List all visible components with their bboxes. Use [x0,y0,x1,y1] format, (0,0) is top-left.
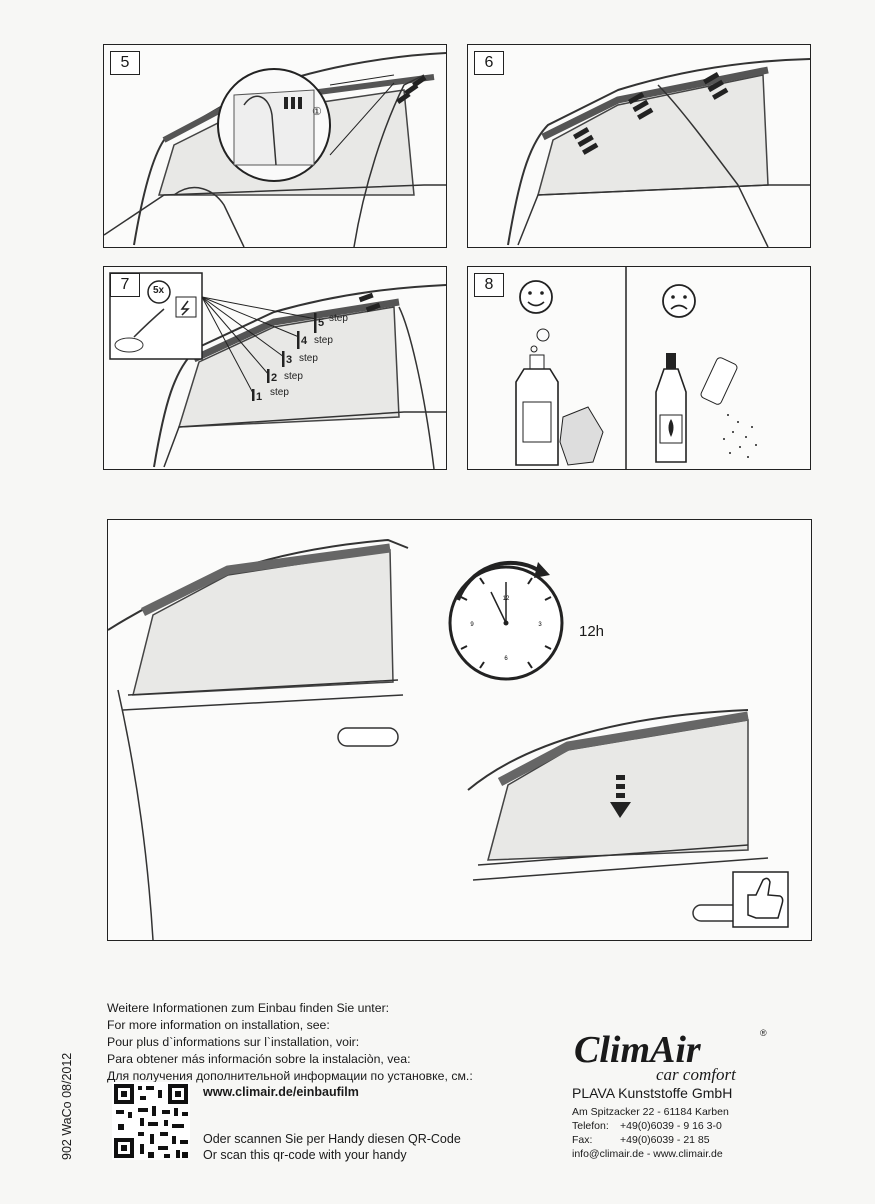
climair-logo: ClimAir car comfort ® [574,1028,767,1083]
press-count: 5x [153,285,165,296]
car-window-illustration [109,272,446,469]
step-5-num: 5 [318,317,325,329]
panel-final: 12 3 6 9 12h [107,519,812,941]
step-2-word: step [284,371,303,382]
contact-line[interactable]: info@climair.de - www.climair.de [572,1148,723,1160]
panel-step-7: 7 5x 1 step 2 step 3 step 4 step 5 step [103,266,447,470]
step-1-num: 1 [256,391,263,403]
panel-step-5: 5 ① [103,44,447,248]
clock-num-3: 3 [538,622,542,628]
detergent-bottle-icon [515,328,604,466]
step-4-num: 4 [301,335,308,347]
info-line-ru: Для получения дополнительной информации … [107,1069,473,1083]
company-name: PLAVA Kunststoffe GmbH [572,1085,733,1101]
step-5-word: step [329,313,348,324]
step-4-word: step [314,335,333,346]
clock-num-9: 9 [470,622,474,628]
fax-label: Fax: [572,1134,593,1146]
document-code: 902 WaCo 08/2012 [60,1052,74,1160]
phone-value: +49(0)6039 - 9 16 3-0 [620,1120,722,1132]
thumbs-up-icon [747,877,784,919]
info-line-de: Weitere Informationen zum Einbau finden … [107,1001,390,1015]
panel-step-6: 6 [467,44,811,248]
clock-icon: 12 3 6 9 [448,560,564,681]
final-installed-illustration: 12 3 6 9 [108,538,789,940]
qr-code-icon [112,1082,190,1160]
info-line-en: For more information on installation, se… [107,1018,330,1032]
step-number: 5 [110,51,140,75]
qr-instructions: Oder scannen Sie per Handy diesen QR-Cod… [203,1131,461,1163]
step-1-word: step [270,387,289,398]
phone-label: Telefon: [572,1120,609,1132]
step-3-word: step [299,353,318,364]
registered-mark: ® [760,1028,767,1038]
installation-video-link[interactable]: www.climair.de/einbaufilm [203,1085,359,1099]
sad-face-icon [662,284,696,318]
fax-value: +49(0)6039 - 21 85 [620,1134,710,1146]
marker-1: ① [312,106,322,118]
car-window-illustration [507,58,810,247]
solvent-bottle-icon [655,353,757,463]
qr-line-de: Oder scannen Sie per Handy diesen QR-Cod… [203,1132,461,1146]
clock-num-12: 12 [503,596,510,602]
phone-row: Telefon: +49(0)6039 - 9 16 3-0 [572,1119,729,1133]
logo-sub-text: car comfort [656,1065,737,1083]
fax-row: Fax: +49(0)6039 - 21 85 [572,1133,729,1147]
panel-step-8: 8 [467,266,811,470]
cleaning-do-dont-illustration [515,267,757,469]
info-line-es: Para obtener más información sobre la in… [107,1052,411,1066]
step-number: 6 [474,51,504,75]
logo-main-text: ClimAir [574,1029,702,1071]
step-2-num: 2 [271,372,278,384]
step-number: 8 [474,273,504,297]
step-3-num: 3 [286,354,293,366]
duration-label: 12h [579,623,605,640]
clock-num-6: 6 [504,656,508,662]
qr-line-en: Or scan this qr-code with your handy [203,1148,407,1162]
info-text: Weitere Informationen zum Einbau finden … [107,1000,473,1085]
happy-face-icon [519,280,553,314]
step-number: 7 [110,273,140,297]
address-line: Am Spitzacker 22 - 61184 Karben [572,1106,729,1118]
info-line-fr: Pour plus d`informations sur l`installat… [107,1035,360,1049]
company-address-block: Am Spitzacker 22 - 61184 Karben Telefon:… [572,1105,729,1161]
car-window-illustration [104,52,446,247]
